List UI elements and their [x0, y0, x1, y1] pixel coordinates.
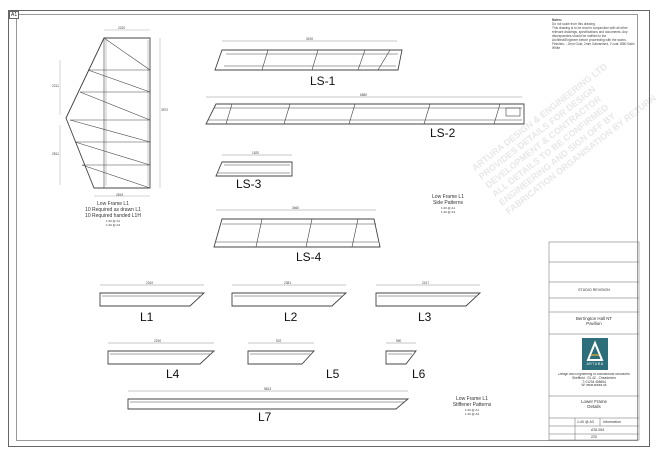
drawing-frame: [16, 14, 638, 441]
frame-dim-left-lower: 2811: [52, 152, 59, 156]
revision-notes: Notes: Do not scale from this drawing. T…: [552, 18, 640, 50]
project-line: Berrington Hall NT: [575, 316, 613, 321]
ls2-shape: [205, 96, 525, 125]
logo-mark-icon: [586, 340, 604, 361]
ls4-dim: 3460: [292, 206, 300, 210]
notes-line: Finishes: - 2mm Gold, 2mm Galvanised, 2 …: [552, 42, 635, 50]
tb-company: Design and Engineering of Architectural …: [551, 373, 637, 388]
l6-shape: [385, 342, 417, 365]
ls1-shape: [214, 40, 403, 71]
l6-label: L6: [412, 367, 426, 381]
stiffener-patterns-caption: Low Frame L1 Stiffener Patterns 1:20 @ A…: [440, 396, 504, 416]
l6-dim: 590: [396, 339, 402, 343]
tb-status-label: Information: [603, 420, 621, 424]
l2-shape: [231, 284, 348, 307]
l7-shape: [127, 390, 410, 410]
l5-label: L5: [326, 367, 340, 381]
l3-shape: [375, 284, 482, 307]
caption-line: Side Patterns: [432, 200, 464, 206]
caption-scale: 1:20 @ A1: [464, 408, 480, 412]
ls1-label: LS-1: [310, 74, 336, 88]
low-frame-elevation: [65, 37, 151, 189]
caption-scale: 1:40 @ A3: [440, 210, 456, 214]
caption-scale: 1:40 @ A3: [105, 223, 121, 227]
tb-scale: 1:40 @ A3: [577, 420, 594, 424]
company-line: Sheffield - S1 4Z - Cheadchem: [572, 375, 616, 380]
l2-label: L2: [284, 310, 298, 324]
tb-drawing-title: Lower Frame Details: [551, 399, 637, 409]
company-logo: ARTURA: [582, 338, 608, 370]
l4-label: L4: [166, 367, 180, 381]
ls1-dim: 3190: [306, 37, 314, 41]
company-line: Design and Engineering of Architectural …: [558, 373, 630, 376]
notes-line: Do not scale from this drawing.: [552, 22, 596, 26]
logo-text: ARTURA: [586, 362, 604, 366]
caption-line: 10 Required handed L1H: [85, 213, 141, 219]
frame-dim-top: 2220: [118, 26, 126, 30]
notes-title: Notes:: [552, 18, 562, 22]
l4-dim: 2190: [154, 339, 162, 343]
drawing-title-line: Lower Frame: [581, 399, 607, 404]
ls3-label: LS-3: [236, 177, 262, 191]
caption-line: 10 Required as drawn L1: [85, 207, 141, 213]
notes-line: This drawing is to be read in conjunctio…: [552, 26, 628, 30]
caption-line: Low Frame L1: [97, 201, 129, 207]
tb-drawing-no: ATA 054: [591, 428, 605, 432]
ls3-dim: 1520: [252, 151, 260, 155]
tb-project: Berrington Hall NT Pavilion: [551, 316, 637, 326]
frame-dim-right: 3972: [161, 108, 169, 112]
ls2-label: LS-2: [430, 126, 456, 140]
notes-line: relevant drawings, specifications and do…: [552, 30, 628, 34]
l5-shape: [247, 342, 316, 365]
l3-dim: 2417: [422, 281, 430, 285]
low-frame-caption: Low Frame L1 10 Required as drawn L1 10 …: [72, 201, 154, 227]
notes-line: Architect/Engineer before proceeding wit…: [552, 38, 627, 42]
caption-line: Low Frame L1: [456, 396, 488, 402]
drawing-title-line: Details: [587, 404, 601, 409]
company-line: W: www.artura.uk: [581, 383, 607, 388]
l1-label: L1: [140, 310, 154, 324]
tb-status: STUDIO REVISION: [578, 288, 610, 292]
company-line: T: 01234 456654: [582, 379, 606, 384]
l7-dim: 5813: [264, 387, 272, 391]
l5-dim: 922: [276, 339, 282, 343]
frame-dim-left-upper: 2211: [52, 84, 59, 88]
ls3-shape: [215, 154, 293, 177]
l1-shape: [99, 284, 206, 307]
caption-scale: 1:20 @ A1: [440, 206, 456, 210]
project-line: Pavilion: [586, 321, 602, 326]
drawing-sheet: [8, 10, 650, 447]
ls4-shape: [213, 209, 381, 248]
caption-line: Stiffener Patterns: [452, 402, 492, 408]
caption-scale: 1:40 @ A3: [464, 412, 480, 416]
caption-scale: 1:20 @ A1: [105, 219, 121, 223]
l1-dim: 2310: [146, 281, 154, 285]
caption-line: Low Frame L1: [432, 194, 464, 200]
ls4-label: LS-4: [296, 250, 322, 264]
title-block-lines: [548, 241, 640, 441]
l4-shape: [107, 342, 216, 365]
ls2-dim: 6580: [360, 93, 368, 97]
l2-dim: 2381: [284, 281, 292, 285]
tb-revision: 220: [591, 435, 597, 439]
l3-label: L3: [418, 310, 432, 324]
frame-dim-bottom: 2819: [116, 193, 124, 197]
side-patterns-caption: Low Frame L1 Side Patterns 1:20 @ A1 1:4…: [418, 194, 478, 214]
sheet-size: A1: [9, 11, 20, 19]
notes-line: discrepancies should be notified to the: [552, 34, 607, 38]
l7-label: L7: [258, 410, 272, 424]
